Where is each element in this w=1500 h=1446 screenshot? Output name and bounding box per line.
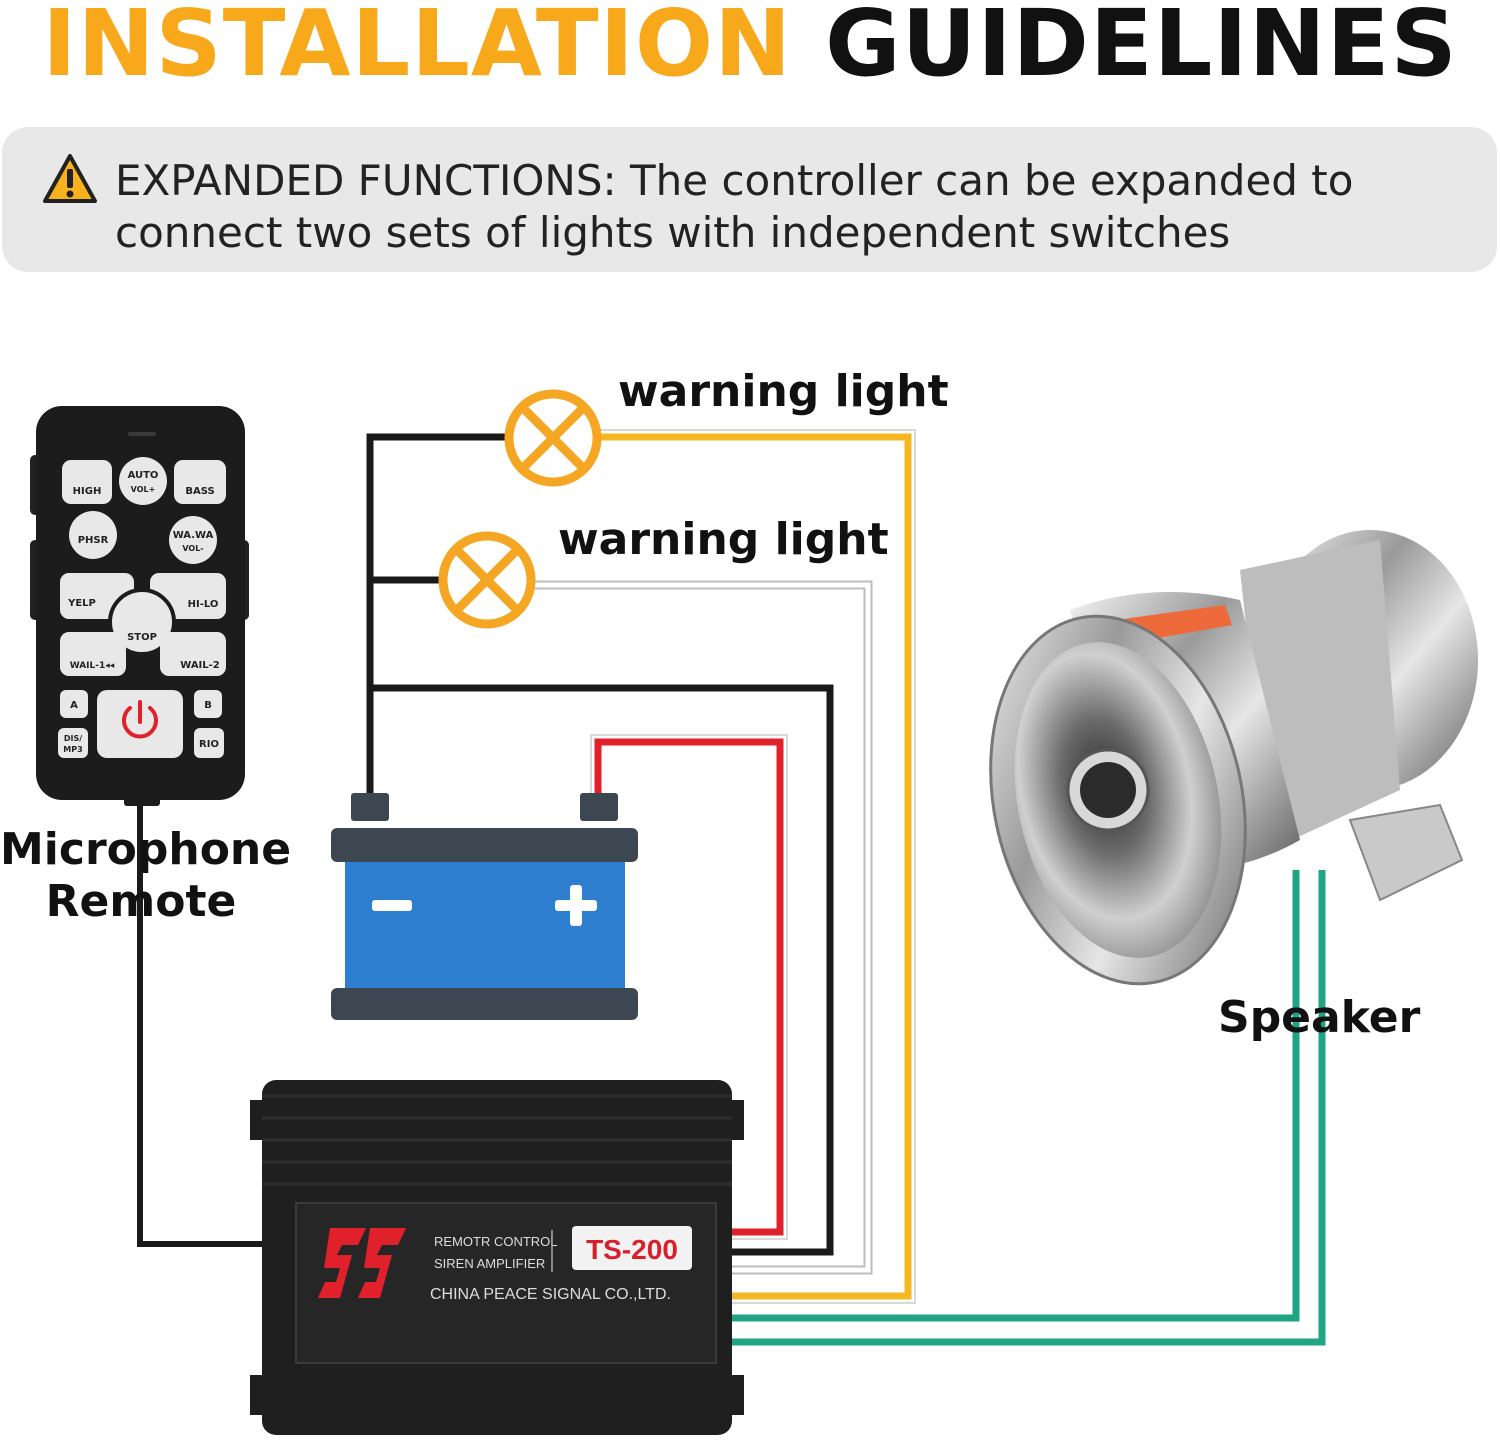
svg-text:YELP: YELP (67, 598, 96, 609)
amplifier-line-2: SIREN AMPLIFIER (434, 1256, 545, 1271)
svg-text:B: B (204, 700, 212, 711)
title-part-2: GUIDELINES (825, 0, 1458, 97)
warning-light-2-label: warning light (558, 514, 889, 565)
wire-yellow (600, 433, 912, 1300)
wire-green-1 (715, 870, 1300, 1322)
battery-icon (331, 793, 638, 1020)
notice-text: EXPANDED FUNCTIONS: The controller can b… (115, 156, 1354, 257)
wire-green-2 (715, 870, 1326, 1346)
remote-button-bass (174, 460, 226, 504)
power-icon (122, 700, 158, 739)
wire-black-amp (370, 684, 834, 1256)
notice-banner: EXPANDED FUNCTIONS: The controller can b… (2, 127, 1497, 272)
warning-triangle-icon (43, 154, 97, 203)
svg-text:VOL+: VOL+ (131, 485, 156, 494)
remote-button-stop (108, 588, 176, 656)
remote-button-rio (194, 728, 224, 758)
page-title: INSTALLATION GUIDELINES (0, 0, 1500, 94)
svg-text:BASS: BASS (185, 486, 214, 497)
amplifier-logo (318, 1228, 406, 1298)
remote-button-wail2 (160, 632, 226, 676)
wires (137, 429, 1326, 1346)
remote-button-b (194, 690, 222, 718)
battery-minus-icon (372, 900, 412, 911)
svg-text:WA.WA: WA.WA (173, 530, 214, 541)
wire-yellow-outline (600, 429, 916, 1304)
remote-button-auto (119, 457, 167, 505)
speaker-image (989, 530, 1478, 986)
wire-remote-cable (137, 795, 290, 1247)
svg-text:VOL-: VOL- (182, 544, 203, 553)
remote-button-wail1 (60, 632, 126, 676)
siren-amplifier: REMOTR CONTROL SIREN AMPLIFIER TS-200 CH… (250, 1080, 744, 1435)
svg-text:DIS/: DIS/ (64, 734, 82, 743)
battery-plus-icon (555, 885, 597, 926)
warning-light-1-label: warning light (618, 366, 949, 417)
remote-button-high (62, 460, 112, 504)
remote-button-a (60, 690, 88, 718)
wire-white (534, 582, 871, 1273)
svg-text:PHSR: PHSR (78, 535, 109, 546)
amplifier-model: TS-200 (586, 1234, 678, 1265)
svg-text:RIO: RIO (199, 739, 219, 750)
svg-text:WAIL-1◂◂: WAIL-1◂◂ (70, 661, 115, 671)
svg-text:MP3: MP3 (63, 745, 82, 754)
remote-buttons: HIGH AUTO VOL+ BASS PHSR WA.WA VOL- YELP… (58, 457, 226, 758)
wire-black-light1 (366, 433, 505, 795)
title-part-1: INSTALLATION (42, 0, 793, 97)
remote-button-phsr (69, 511, 117, 559)
amplifier-company: CHINA PEACE SIGNAL CO.,LTD. (430, 1286, 671, 1303)
wire-red-outline (590, 734, 788, 1240)
svg-text:A: A (70, 700, 78, 711)
remote-button-dis-mp3 (58, 728, 88, 758)
svg-text:STOP: STOP (127, 632, 157, 643)
svg-text:AUTO: AUTO (128, 470, 159, 481)
svg-text:WAIL-2: WAIL-2 (180, 660, 220, 671)
warning-light-1-icon (504, 389, 602, 487)
svg-text:HI-LO: HI-LO (188, 599, 219, 610)
svg-text:HIGH: HIGH (73, 486, 102, 497)
amplifier-line-1: REMOTR CONTROL (434, 1234, 558, 1249)
warning-light-2-icon (438, 531, 536, 629)
wire-red (594, 738, 784, 1236)
speaker-label: Speaker (1218, 992, 1421, 1043)
microphone-remote-label: Microphone Remote (0, 824, 292, 927)
remote-button-wawa (169, 516, 217, 564)
